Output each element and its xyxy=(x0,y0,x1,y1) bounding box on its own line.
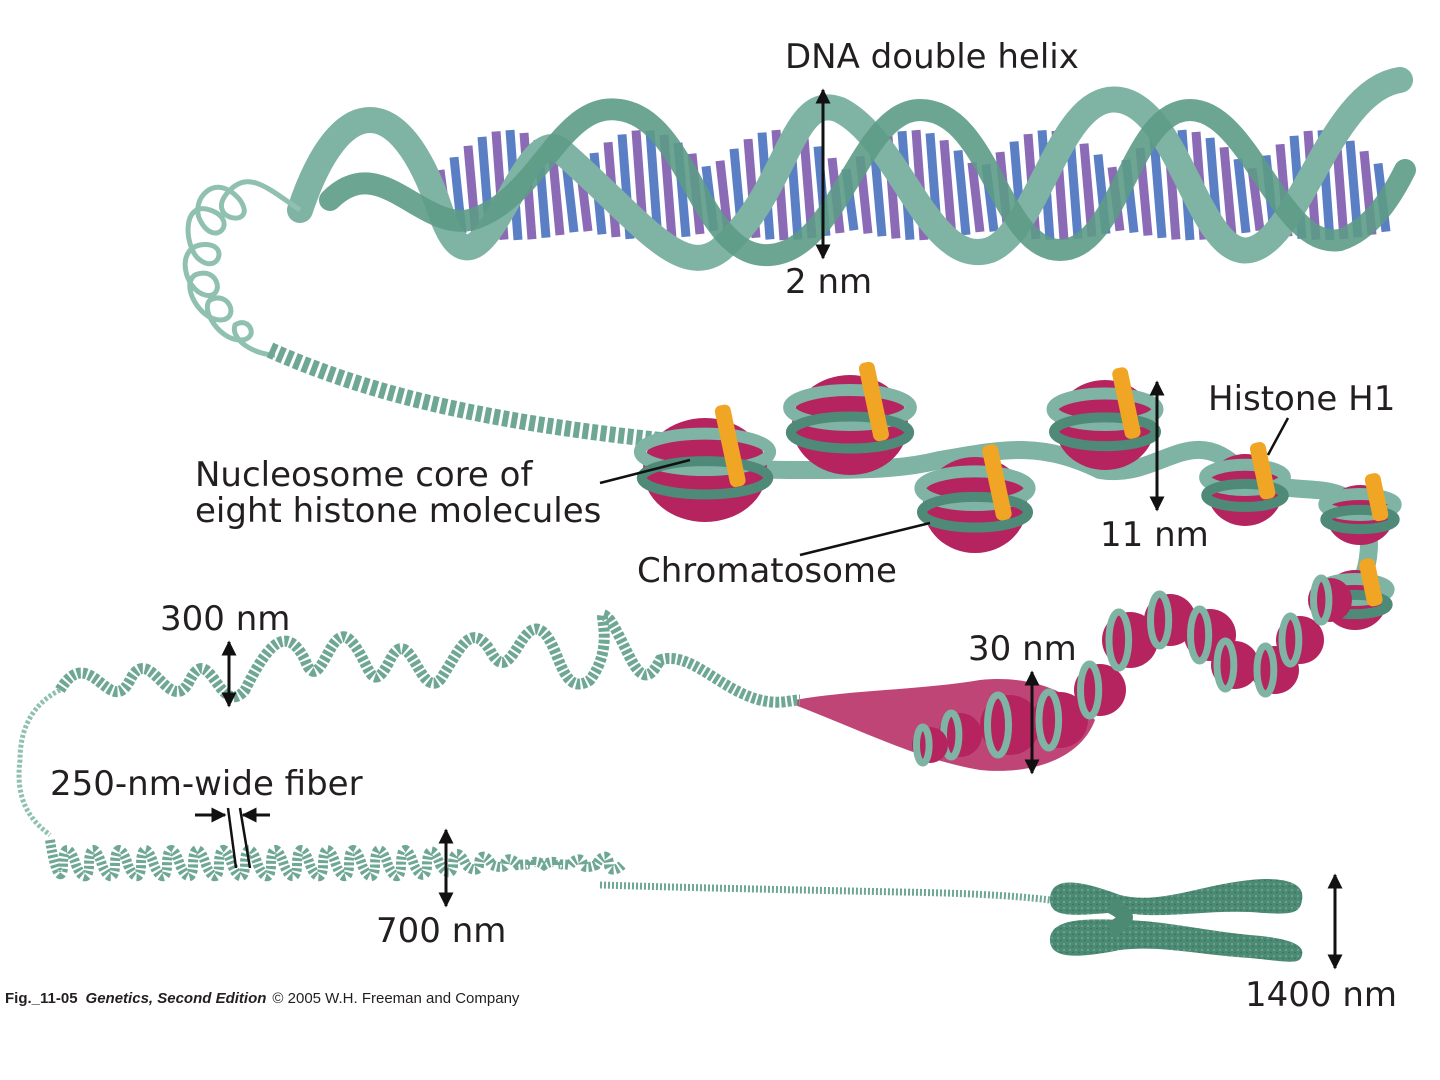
solenoid-nucleosome xyxy=(1211,637,1259,693)
dimension-30nm: 30 nm xyxy=(968,629,1077,775)
dna-wrap xyxy=(916,491,1034,533)
solenoid-nucleosome xyxy=(1074,660,1126,720)
label-dna-double-helix: DNA double helix xyxy=(785,37,1079,77)
coiled-fiber-700nm xyxy=(45,839,1051,904)
dimension-1400nm: 1400 nm xyxy=(1245,873,1397,1015)
looped-fiber-300nm xyxy=(16,609,801,837)
nucleosomes xyxy=(633,361,1402,630)
callout-chromatosome: Chromatosome xyxy=(637,521,931,591)
figure-caption: Fig._11-05 Genetics, Second Edition © 2005… xyxy=(5,990,520,1007)
dna-wrap xyxy=(1320,504,1400,535)
coiled-fiber xyxy=(45,839,626,882)
dna-wrap xyxy=(633,427,777,476)
dna-wrap xyxy=(1199,458,1291,496)
dna-wrap xyxy=(1105,608,1133,672)
dna-wrap xyxy=(1147,590,1173,650)
dna-wrap xyxy=(1201,478,1289,512)
histone-h1 xyxy=(1112,367,1141,439)
solenoid-nucleosome xyxy=(1276,612,1324,668)
dimension-2nm: DNA double helix 2 nm xyxy=(785,37,1079,302)
label-700nm: 700 nm xyxy=(376,911,506,951)
callout-nucleosome-core: Nucleosome core of eight histone molecul… xyxy=(195,455,691,531)
nucleosome xyxy=(1199,441,1291,526)
nucleosome xyxy=(1046,367,1164,470)
label-2nm: 2 nm xyxy=(785,262,872,302)
fiber-lead-in xyxy=(16,687,62,837)
dna-wrap xyxy=(1253,642,1278,698)
histone-h1 xyxy=(1359,558,1383,607)
base-pair xyxy=(967,162,985,233)
nucleosome xyxy=(1318,473,1402,545)
label-300nm: 300 nm xyxy=(160,599,290,639)
centromere xyxy=(1106,897,1133,938)
caption-fig-number: Fig._11-05 xyxy=(5,990,78,1007)
histone-h1 xyxy=(858,361,889,442)
helix-tail-twisted xyxy=(266,342,661,448)
base-pair xyxy=(1219,146,1237,237)
histone-h1 xyxy=(982,444,1012,521)
solenoid-nucleosome xyxy=(912,723,948,767)
dna-double-helix xyxy=(182,67,1416,448)
dna-wrap xyxy=(914,465,1036,512)
helix-backbone-strand-1 xyxy=(287,67,1413,271)
dimension-250nm: 250-nm-wide fiber xyxy=(50,764,363,869)
helix-tail-coil xyxy=(182,179,302,358)
dna-wrap xyxy=(1077,660,1103,720)
base-pair xyxy=(1149,138,1167,239)
base-pair xyxy=(645,130,663,241)
callout-histone-h1: Histone H1 xyxy=(1208,379,1395,456)
label-chromatosome: Chromatosome xyxy=(637,551,897,591)
base-pair xyxy=(939,139,957,238)
label-1400nm: 1400 nm xyxy=(1245,975,1397,1015)
nucleosome xyxy=(914,444,1036,553)
solenoid-nucleosome xyxy=(1102,608,1158,672)
dna-wrap xyxy=(984,691,1012,759)
dimension-11nm: 11 nm xyxy=(1100,380,1209,555)
caption-publisher: © 2005 W.H. Freeman and Company xyxy=(272,990,520,1007)
dna-wrap xyxy=(1187,605,1213,665)
dna-wrap xyxy=(783,384,917,431)
dimension-700nm: 700 nm xyxy=(376,828,506,951)
solenoid-nucleosome xyxy=(1144,590,1196,650)
metaphase-chromosome xyxy=(1050,879,1303,962)
chromatid-upper xyxy=(1050,879,1303,916)
helix-backbone-strand-2 xyxy=(319,98,1416,267)
label-11nm: 11 nm xyxy=(1100,515,1209,555)
caption-book-title: Genetics, Second Edition xyxy=(86,990,267,1007)
solenoid-30nm xyxy=(795,574,1352,771)
dna-wrap xyxy=(1318,488,1402,521)
label-nucleosome-line2: eight histone molecules xyxy=(195,491,601,531)
nucleosome-fiber xyxy=(633,361,1402,630)
label-250nm-fiber: 250-nm-wide fiber xyxy=(50,764,363,804)
histone-h1 xyxy=(714,404,746,488)
base-pair xyxy=(1233,158,1251,234)
label-histone-h1: Histone H1 xyxy=(1208,379,1395,419)
base-pair xyxy=(953,149,971,236)
dna-wrap xyxy=(636,456,774,500)
histone-h1 xyxy=(1249,441,1276,500)
dna-wrap xyxy=(1213,637,1238,693)
dna-wrap xyxy=(1310,574,1333,626)
label-30nm: 30 nm xyxy=(968,629,1077,669)
chromatid-lower xyxy=(1050,919,1303,962)
dimension-300nm: 300 nm xyxy=(160,599,290,708)
fiber-to-chromosome xyxy=(599,881,1051,904)
dna-wrap xyxy=(1278,612,1303,668)
dna-wrap xyxy=(913,723,933,767)
nucleosome xyxy=(633,404,777,522)
solenoid-beads xyxy=(912,574,1352,767)
dna-wrap xyxy=(785,411,915,454)
nucleosome xyxy=(783,361,917,475)
solenoid-nucleosome xyxy=(1308,574,1352,626)
label-nucleosome-line1: Nucleosome core of xyxy=(195,455,533,495)
histone-h1 xyxy=(1364,473,1389,522)
